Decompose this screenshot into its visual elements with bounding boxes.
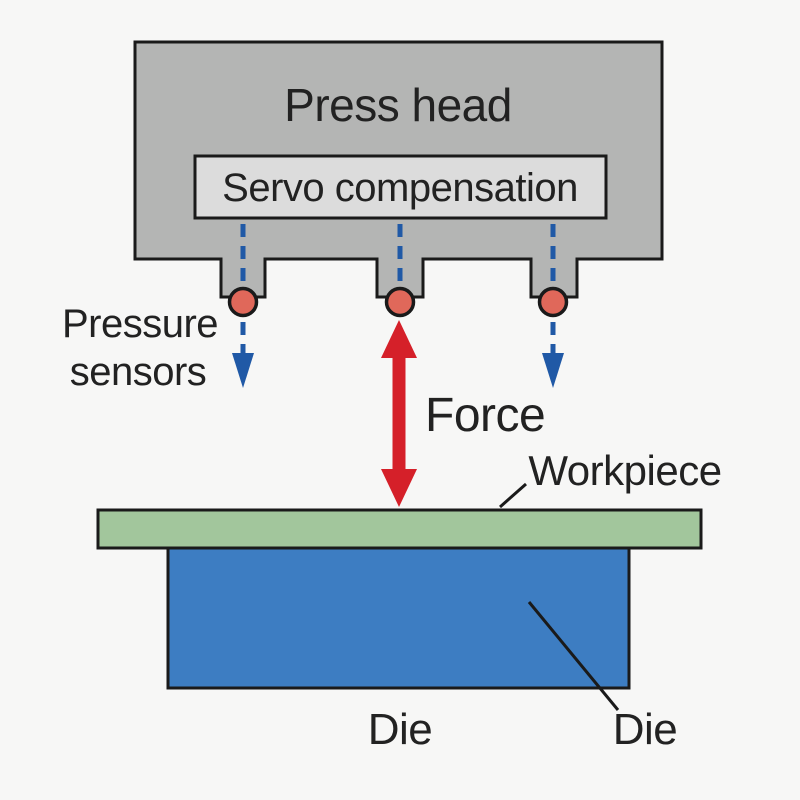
pressure-sensors-label-line1: Pressure [62, 302, 218, 346]
pressure-sensor-dot-left [227, 286, 259, 318]
workpiece-label: Workpiece [528, 447, 721, 494]
workpiece-pointer-line [499, 482, 527, 509]
workpiece-bar [96, 508, 703, 550]
die-label-center: Die [368, 705, 433, 754]
force-label: Force [425, 389, 545, 442]
force-arrow-icon [381, 320, 417, 507]
down-arrowhead-left-icon [232, 353, 254, 388]
servo-compensation-box [193, 154, 608, 220]
pressure-sensor-dot-right [537, 286, 569, 318]
die-block [166, 546, 631, 690]
die-pointer-line [527, 601, 620, 711]
servo-compensation-label: Servo compensation [222, 166, 578, 210]
pressure-sensors-label-line2: sensors [70, 350, 207, 394]
die-label-right: Die [613, 705, 678, 754]
pressure-sensor-dot-middle [384, 286, 416, 318]
down-arrowhead-right-icon [542, 353, 564, 388]
press-head-label: Press head [284, 79, 512, 131]
